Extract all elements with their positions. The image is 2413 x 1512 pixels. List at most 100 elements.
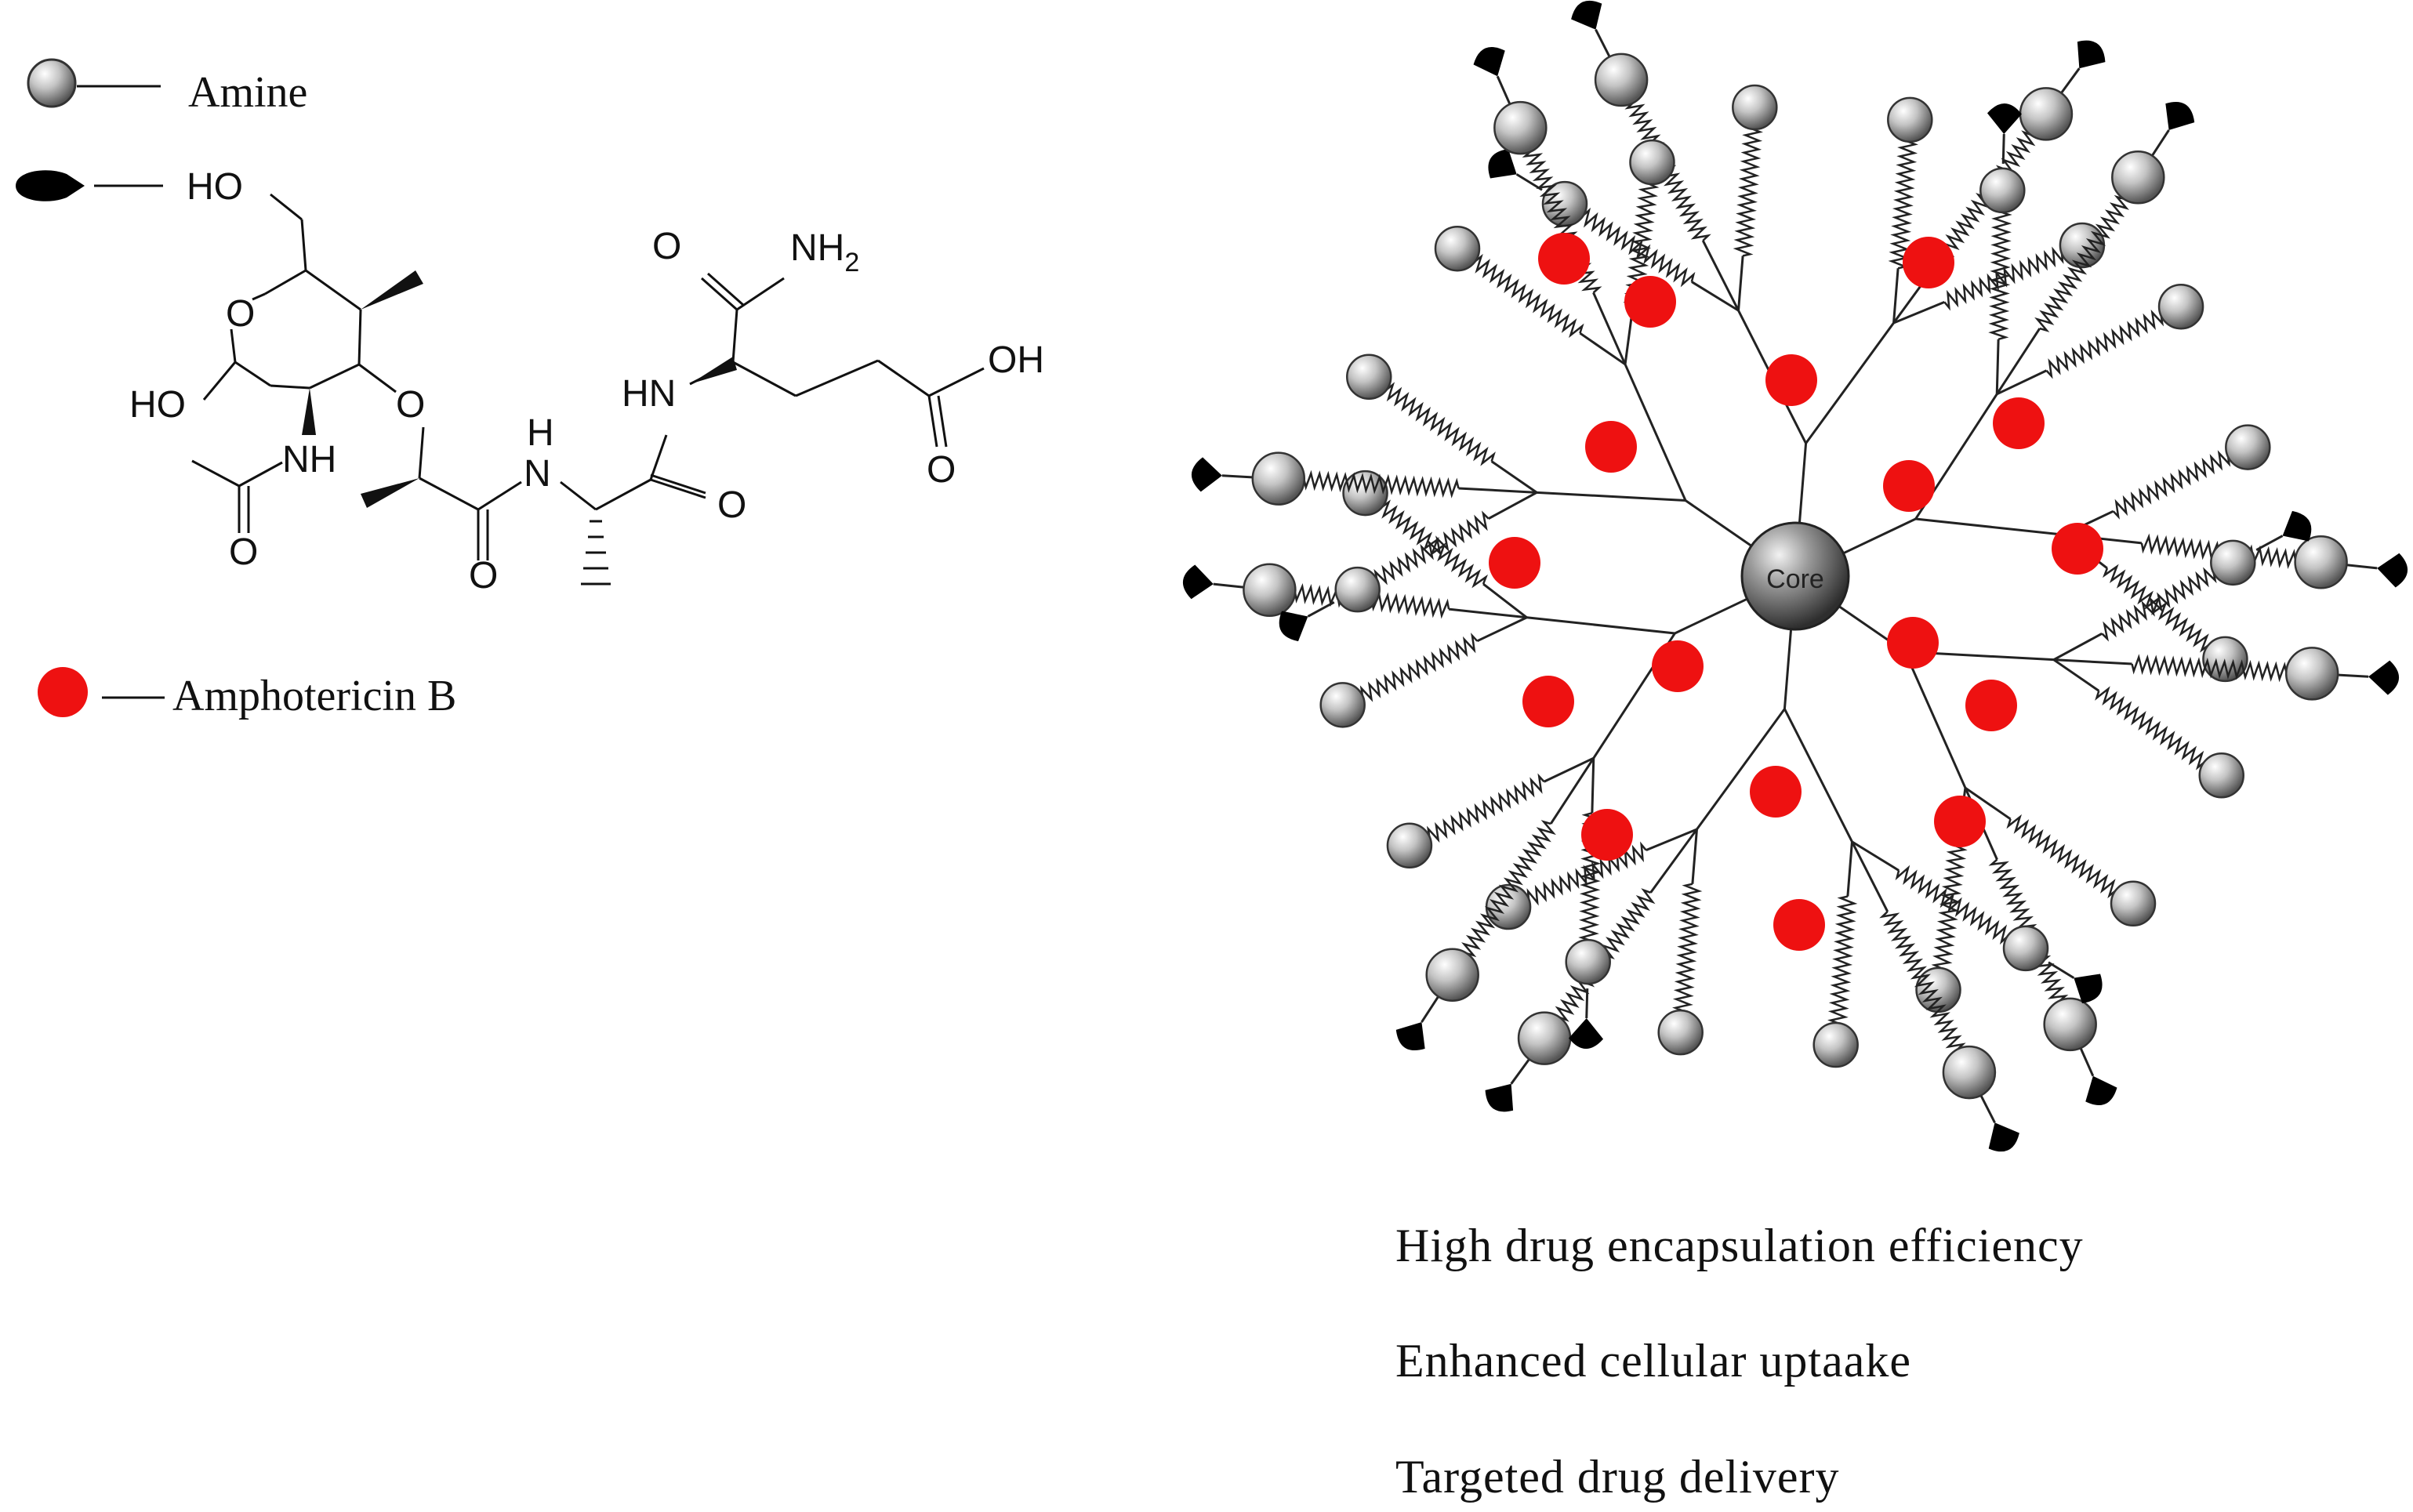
ligand-teardrop — [2368, 660, 2400, 695]
primary-branch — [1783, 629, 1793, 709]
amine-sphere — [1657, 1009, 1704, 1056]
amine-sphere — [1942, 1045, 1997, 1100]
molecule-labels: HO O HO O NH O O H N O HN O NH2 OH O — [129, 166, 1044, 596]
primary-branch — [1842, 517, 1917, 555]
amine-sphere — [1346, 354, 1392, 400]
drug-dot — [1522, 676, 1574, 727]
drug-dot — [1773, 899, 1825, 951]
spacer-chain — [2034, 173, 2144, 332]
legend-drug-label: Amphotericin B — [172, 672, 456, 720]
molecule-structure — [191, 193, 985, 586]
amine-sphere — [2284, 647, 2339, 701]
amine-sphere — [1243, 563, 1297, 617]
ligand-teardrop — [1571, 0, 1602, 30]
amine-sphere — [1517, 1011, 1572, 1065]
tertiary-branch — [1488, 491, 1538, 520]
dendrimer-core: Core — [1740, 521, 1850, 631]
secondary-branch — [1903, 651, 1967, 789]
drug-dot — [1652, 640, 1704, 692]
drug-dot — [1965, 680, 2017, 731]
drug-dot — [1993, 397, 2045, 449]
amine-sphere — [2002, 925, 2049, 972]
primary-branch — [1674, 597, 1748, 635]
label-ho-left: HO — [129, 384, 186, 426]
tertiary-branch — [2052, 658, 2100, 692]
ligand-teardrop — [1473, 46, 1505, 77]
ligand-teardrop — [2377, 553, 2408, 588]
label-acetyl-o: O — [229, 531, 258, 573]
tertiary-branch — [1476, 616, 1528, 643]
amine-sphere — [1915, 966, 1961, 1013]
tertiary-branch — [1579, 332, 1626, 366]
ligand-teardrop — [1485, 1083, 1514, 1112]
amine-sphere — [2019, 87, 2074, 141]
label-ether-o: O — [396, 384, 425, 426]
drug-dot — [1934, 796, 1986, 847]
primary-branch — [1798, 443, 1808, 524]
legend-drug: Amphotericin B — [38, 667, 456, 720]
label-cooh-o: O — [927, 449, 956, 491]
ligand-teardrop — [1569, 1018, 1604, 1050]
ligand-stem — [1221, 474, 1252, 479]
secondary-branch — [1915, 517, 2064, 536]
drug-dot-icon — [38, 667, 88, 717]
ligand-stem — [1496, 75, 1511, 104]
tertiary-branch — [1892, 268, 1900, 324]
drug-dot — [1765, 354, 1817, 406]
ligand-teardrop — [2165, 101, 2195, 130]
amine-sphere — [1629, 139, 1675, 186]
ligand-stem — [2080, 1048, 2095, 1077]
spacer-chain — [1888, 118, 1920, 270]
amine-sphere — [2294, 535, 2348, 589]
tertiary-branch — [1482, 582, 1528, 618]
amine-sphere — [1251, 451, 1306, 506]
secondary-branch — [1783, 708, 1853, 843]
amine-sphere — [2157, 283, 2204, 330]
ligand-teardrop — [2074, 974, 2103, 1003]
tertiary-branch — [2053, 658, 2132, 665]
amine-sphere — [2043, 997, 2097, 1052]
spacer-chain — [1988, 189, 2013, 341]
ligand-stem — [1979, 1095, 1996, 1123]
benefit-encapsulation: High drug encapsulation efficiency — [1395, 1220, 2084, 1271]
tertiary-branch — [1996, 369, 2048, 396]
amine-sphere — [1732, 84, 1778, 131]
tertiary-branch — [1458, 487, 1537, 494]
secondary-branch — [1805, 322, 1895, 444]
spacer-chain — [1879, 911, 1978, 1074]
primary-branch — [1685, 499, 1752, 547]
spacer-chain — [1364, 372, 1496, 466]
ligand-teardrop — [2282, 510, 2312, 542]
ligand-teardrop — [2085, 1075, 2117, 1106]
amine-sphere — [2111, 150, 2165, 205]
amine-sphere — [1342, 470, 1388, 517]
tertiary-branch — [1549, 757, 1595, 825]
ligand-stem — [2255, 535, 2284, 551]
amine-sphere — [1386, 822, 1433, 869]
ligand-stem — [2048, 961, 2075, 979]
ligand-stem — [2060, 67, 2081, 93]
benefit-uptake: Enhanced cellular uptaake — [1395, 1335, 1911, 1387]
label-ho-top: HO — [187, 166, 243, 208]
secondary-branch — [1696, 708, 1786, 830]
amine-sphere-icon — [27, 58, 77, 108]
ligand-teardrop — [1182, 564, 1214, 600]
label-amide-h1: H — [527, 412, 554, 454]
ligand-stem — [1510, 1059, 1530, 1085]
label-amide-n1: N — [524, 453, 551, 495]
secondary-branch — [1537, 491, 1686, 502]
core-sphere — [1740, 521, 1850, 631]
ligand-teardrop — [1988, 1122, 2019, 1152]
spacer-chain — [2131, 654, 2313, 684]
tertiary-branch — [1737, 256, 1744, 311]
spacer-chain — [2101, 554, 2234, 642]
ligand-teardrop — [1488, 149, 1517, 179]
amine-sphere — [1812, 1021, 1859, 1068]
amine-sphere — [2210, 539, 2256, 586]
tertiary-branch — [1543, 756, 1595, 783]
tertiary-branch — [1649, 829, 1698, 894]
ligand-teardrop — [1395, 1022, 1425, 1051]
label-hn-glu: HN — [622, 373, 676, 415]
secondary-branch — [1624, 364, 1687, 502]
drug-dot — [1585, 421, 1637, 473]
